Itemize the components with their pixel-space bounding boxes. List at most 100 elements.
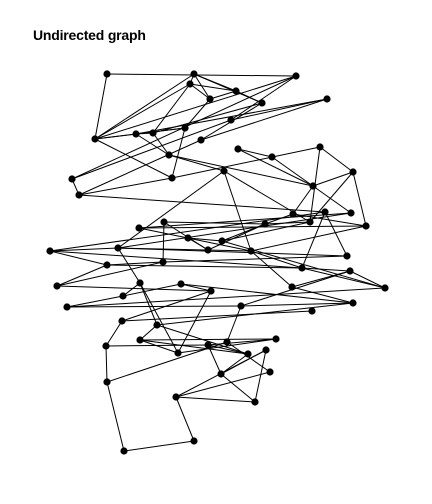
graph-node [244, 350, 252, 358]
graph-node [103, 70, 111, 78]
graph-edge [94, 75, 297, 140]
graph-node [298, 264, 306, 272]
graph-edge [177, 338, 277, 354]
graph-edge [105, 320, 123, 347]
graph-edge [171, 146, 321, 179]
graph-node [343, 252, 351, 260]
graph-node [149, 129, 157, 137]
graph-node [234, 145, 242, 153]
graph-node [346, 267, 354, 275]
graph-edge [230, 75, 297, 121]
graph-edge [220, 349, 267, 375]
graph-edge [250, 225, 367, 252]
graph-edge [49, 250, 303, 269]
graph-edge [152, 83, 191, 134]
graph-edge [175, 396, 195, 442]
graph-node [347, 209, 355, 217]
graph-edge [162, 221, 165, 263]
graph-node [381, 284, 389, 292]
graph-node [168, 174, 176, 182]
graph-edge [240, 302, 354, 307]
graph-node [268, 153, 276, 161]
graph-edge [105, 344, 209, 347]
graph-edge [56, 264, 108, 287]
graph-node [190, 70, 198, 78]
graph-node [323, 95, 331, 103]
graph-edge [71, 119, 232, 180]
graph-edge [250, 250, 303, 269]
graph-edge [240, 270, 351, 307]
graph-edge [168, 154, 314, 187]
graph-edge [121, 290, 212, 322]
edges-layer [49, 73, 386, 452]
graph-node [217, 370, 225, 378]
graph-node [159, 258, 167, 266]
graph-edge [66, 295, 124, 308]
graph-node [266, 368, 274, 376]
graph-edge [106, 73, 297, 77]
graph-edge [189, 83, 237, 92]
graph-node [309, 182, 317, 190]
graph-node [220, 167, 228, 175]
graph-edge [117, 247, 252, 252]
graph-edge [106, 381, 125, 452]
graph-node [262, 346, 270, 354]
graph-edge [189, 83, 211, 100]
graph-node [153, 321, 161, 329]
graph-node [75, 191, 83, 199]
graph-edge [152, 132, 170, 156]
graph-node [165, 151, 173, 159]
graph-edge [193, 73, 211, 100]
graph-edge [139, 338, 277, 341]
graph-edge [106, 264, 303, 269]
graph-edge [162, 255, 348, 263]
graph-edge [187, 237, 209, 251]
graph-node [174, 349, 182, 357]
graph-edge [139, 324, 158, 341]
graph-node [119, 292, 127, 300]
graph-edge [139, 339, 179, 354]
graph-node [308, 307, 316, 315]
graph-edge [292, 185, 314, 215]
graph-edge [135, 127, 186, 135]
graph-edge [135, 133, 170, 156]
graph-node [349, 299, 357, 307]
graph-edge [78, 194, 326, 213]
graph-edge [139, 282, 158, 326]
graph-edge [105, 345, 108, 383]
graph-node [103, 378, 111, 386]
graph-edge [66, 305, 242, 308]
graph-node [251, 398, 259, 406]
graph-edge [237, 148, 273, 158]
graph-edge [291, 286, 354, 304]
graph-edge [106, 341, 228, 383]
graph-node [306, 218, 314, 226]
graph-edge [168, 154, 225, 172]
graph-node [190, 437, 198, 445]
graph-edge [221, 221, 311, 242]
graph-node [103, 261, 111, 269]
graph-edge [56, 285, 212, 292]
graph-edge [139, 282, 179, 354]
graph-edge [254, 349, 267, 403]
graph-node [46, 247, 54, 255]
graph-node [316, 143, 324, 151]
graph-edge [352, 171, 367, 227]
graph-node [261, 220, 269, 228]
graph-edge [207, 223, 266, 251]
graph-node [135, 224, 143, 232]
graph-edge [187, 237, 223, 242]
graph-edge [209, 90, 237, 100]
graph-edge [123, 440, 195, 452]
graph-node [232, 87, 240, 95]
graph-node [292, 72, 300, 80]
graph-node [206, 95, 214, 103]
graph-edge [49, 247, 119, 252]
graph-edge [122, 283, 182, 297]
graph-edge [324, 211, 348, 257]
graph-edge [175, 396, 256, 403]
graph-node [181, 124, 189, 132]
graph-node [197, 136, 205, 144]
graph-edge [180, 283, 354, 304]
graph-edge [250, 250, 293, 288]
